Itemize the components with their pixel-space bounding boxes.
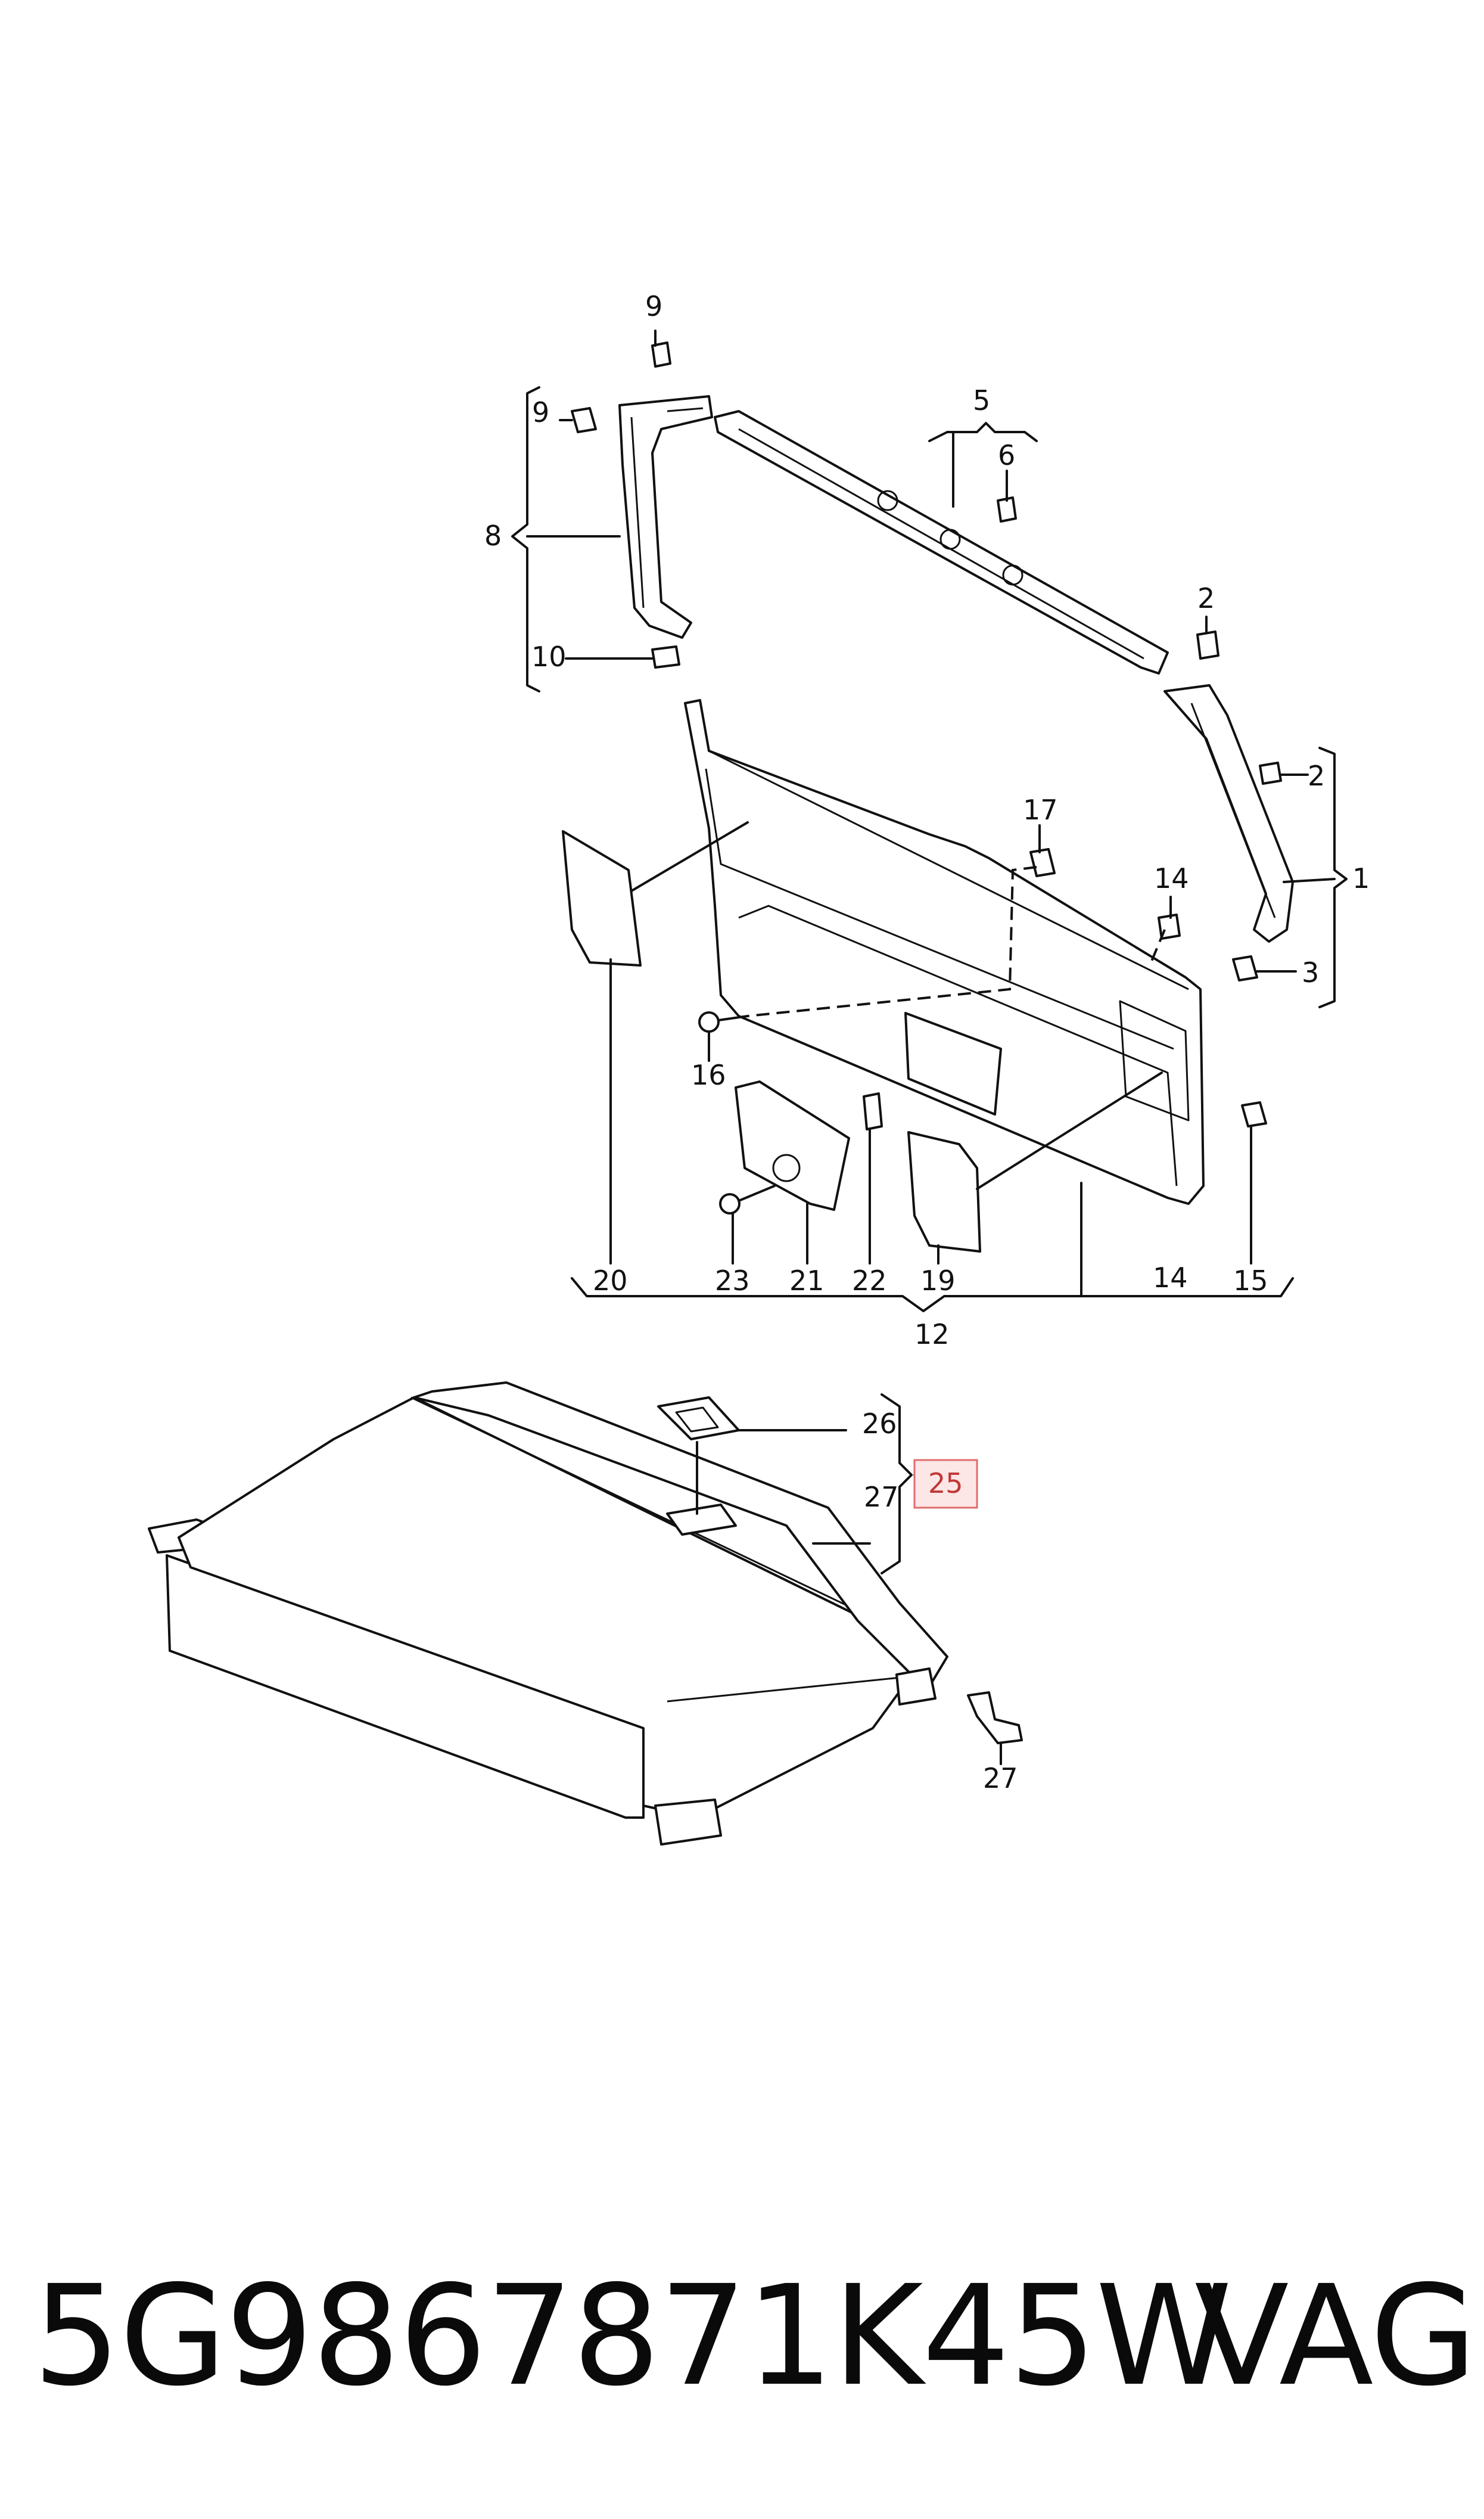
callout-27-upper: 27 — [864, 1481, 899, 1513]
callout-labels: 9 9 8 10 5 6 2 2 1 3 17 14 16 20 23 21 2… — [484, 290, 1370, 1794]
callout-25: 25 — [928, 1467, 963, 1499]
callout-14-lower: 14 — [1153, 1262, 1188, 1294]
cover-20 — [562, 830, 642, 967]
callout-3: 3 — [1302, 956, 1319, 989]
callout-12: 12 — [914, 1318, 950, 1350]
cover-19 — [907, 1131, 981, 1253]
callout-27-lower: 27 — [983, 1762, 1018, 1794]
callout-1: 1 — [1352, 862, 1370, 894]
right-pillar-trim — [1163, 684, 1294, 943]
clip-9-left — [571, 407, 597, 433]
bracket-27 — [967, 1691, 1023, 1744]
upper-trim-strip — [714, 410, 1169, 675]
callout-17: 17 — [1023, 794, 1058, 826]
callout-19: 19 — [920, 1265, 956, 1297]
callout-20: 20 — [593, 1265, 628, 1297]
pad-27 — [666, 1441, 737, 1536]
clip-9-top — [651, 341, 671, 368]
callout-9-left: 9 — [532, 396, 549, 428]
tailgate-trim-panel — [684, 699, 1205, 1205]
callout-5: 5 — [973, 384, 990, 417]
clip-15 — [1241, 1101, 1267, 1128]
clip-3 — [1232, 955, 1258, 981]
callout-16: 16 — [691, 1059, 726, 1091]
screw-23 — [719, 1185, 776, 1215]
callout-9-top: 9 — [645, 290, 662, 322]
clip-17 — [1029, 848, 1056, 877]
callout-15: 15 — [1233, 1265, 1268, 1297]
callout-6: 6 — [998, 439, 1015, 471]
link-14 — [1149, 929, 1166, 966]
callout-10: 10 — [531, 641, 567, 673]
luggage-cover — [148, 1381, 948, 1846]
highlight-25-box — [913, 1459, 978, 1509]
callout-8: 8 — [484, 520, 502, 552]
clip-22 — [863, 1092, 883, 1130]
left-pillar-trim — [618, 395, 713, 639]
cover-21 — [735, 1080, 850, 1211]
part-number: 5G9867871K45W — [33, 2256, 1232, 2416]
clip-2-right — [1259, 762, 1282, 785]
clip-10 — [651, 645, 680, 669]
callout-2-right: 2 — [1308, 760, 1325, 792]
clip-2-top — [1196, 630, 1219, 660]
cap-26 — [657, 1396, 740, 1440]
brand-label: VAG — [1194, 2256, 1477, 2416]
callout-21: 21 — [789, 1265, 825, 1297]
callout-2-top: 2 — [1197, 582, 1215, 614]
callout-14-upper: 14 — [1154, 862, 1189, 894]
part-number-footer: 5G9867871K45W VAG — [33, 2247, 1477, 2425]
link-17 — [747, 866, 1037, 1017]
callout-26: 26 — [862, 1408, 897, 1440]
callout-22: 22 — [852, 1265, 887, 1297]
callout-23: 23 — [715, 1265, 750, 1297]
